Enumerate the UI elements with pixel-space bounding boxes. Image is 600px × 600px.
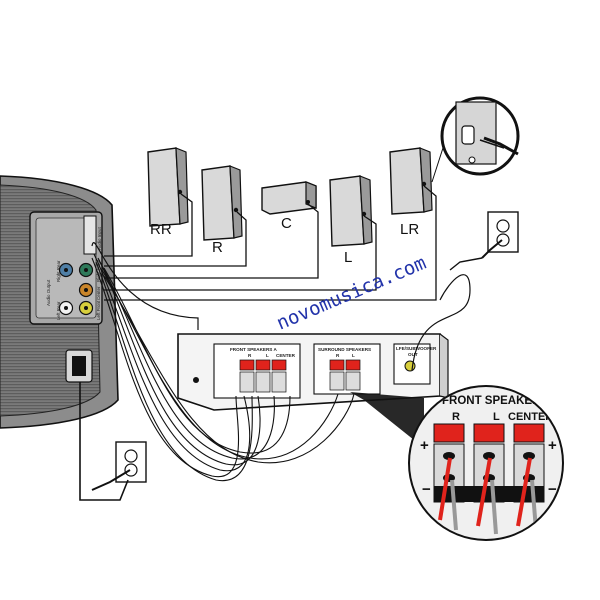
speaker-lr: LR	[389, 147, 433, 238]
speaker-r: R	[201, 165, 243, 256]
speaker-l: L	[329, 175, 373, 266]
front-ch-l: L	[266, 353, 269, 358]
zoom-terminal-center-plus	[513, 423, 545, 443]
subwoofer-power-cord	[79, 382, 129, 501]
front-speakers-zoom: FRONT SPEAKERS A R L CENTER +	[350, 385, 564, 541]
left-rear-label: Left Rear	[56, 301, 61, 320]
zoom-plus-right: +	[548, 437, 557, 454]
speaker-wires	[104, 185, 437, 301]
subwoofer-input-cable	[91, 242, 199, 330]
cable-bundle	[91, 253, 355, 482]
audio-output-label: Audio Output	[46, 279, 51, 306]
receiver: FRONT SPEAKERS A R L CENTER SURROUND SPE…	[177, 333, 449, 411]
zoom-title: FRONT SPEAKERS A	[442, 395, 559, 407]
center-label: Center	[96, 286, 101, 300]
speaker-label-rr: RR	[150, 221, 172, 238]
surround-ch-r: R	[336, 353, 340, 358]
zoom-ch-l: L	[493, 411, 500, 423]
surround-ch-l: L	[352, 353, 355, 358]
lfe-cable	[411, 274, 471, 371]
wall-outlet-right	[449, 211, 519, 271]
front-ch-center: CENTER	[276, 353, 296, 358]
front-speakers-a-label: FRONT SPEAKERS A	[230, 347, 277, 352]
right-rear-label: Right Rear	[56, 260, 61, 282]
zoom-plus-left: +	[420, 437, 429, 454]
left-front-label: Left Front	[96, 300, 101, 320]
speaker-label-r: R	[212, 239, 223, 256]
zoom-minus-right: −	[548, 481, 557, 498]
zoom-ch-r: R	[452, 411, 460, 423]
subwoofer: Audio Input Audio Output Right Rear Righ…	[0, 175, 119, 429]
power-switch-callout	[431, 96, 520, 183]
speaker-rr: RR	[147, 147, 189, 238]
audio-input-label: Audio Input	[97, 226, 102, 250]
speaker-label-c: C	[281, 215, 292, 232]
zoom-ch-center: CENTER	[508, 411, 553, 423]
wall-outlet-left	[91, 441, 147, 491]
right-front-label: Right Front	[96, 259, 101, 282]
speaker-c: C	[261, 181, 317, 232]
speaker-label-lr: LR	[400, 221, 419, 238]
zoom-terminal-l-plus	[473, 423, 505, 443]
speaker-label-l: L	[344, 249, 352, 266]
audio-input-connector[interactable]	[83, 215, 97, 255]
surround-speakers-label: SURROUND SPEAKERS	[318, 347, 371, 352]
lfe-label-line2: OUT	[408, 352, 418, 357]
zoom-terminal-r-plus	[433, 423, 465, 443]
zoom-minus-left: −	[422, 481, 431, 498]
front-ch-r: R	[248, 353, 252, 358]
